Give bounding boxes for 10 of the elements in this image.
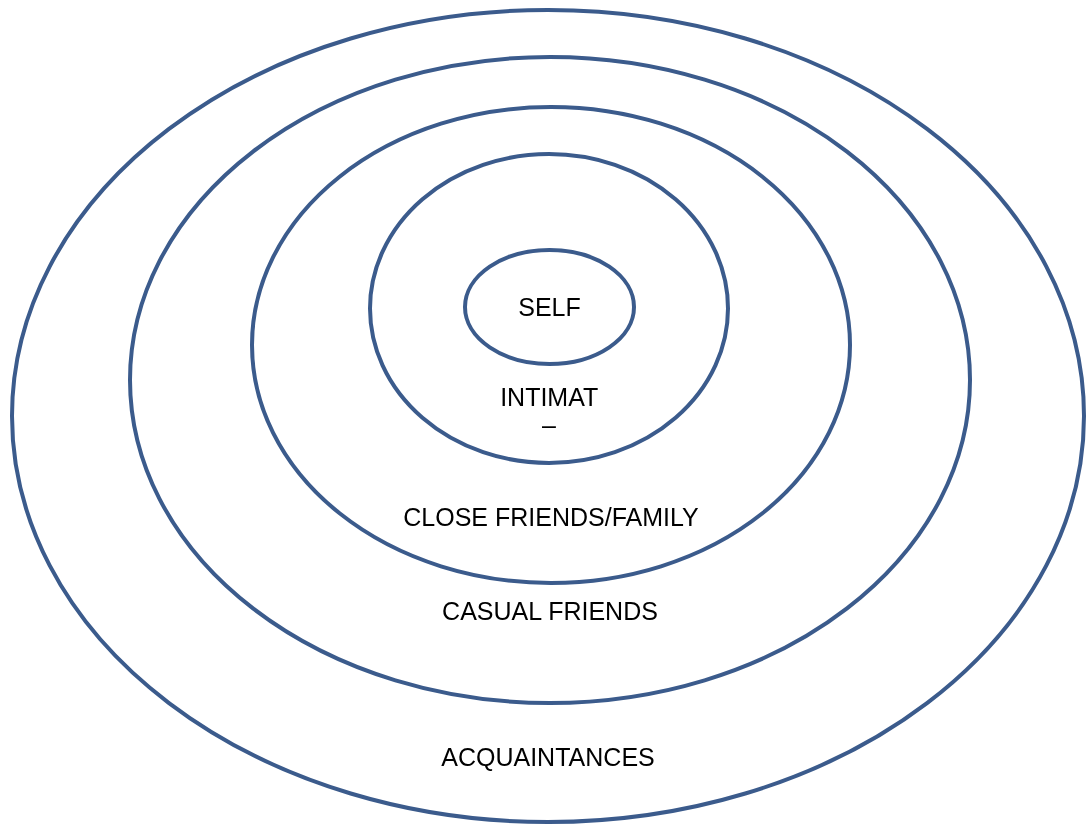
ring-ellipse bbox=[250, 105, 852, 585]
ring-label: INTIMAT – bbox=[500, 383, 598, 439]
ring-ellipse bbox=[368, 152, 730, 465]
ring-label: ACQUAINTANCES bbox=[441, 743, 655, 771]
ring-label: SELF bbox=[518, 293, 581, 321]
ring-ellipse bbox=[128, 55, 972, 705]
ring-ellipse bbox=[10, 8, 1086, 824]
ring-ellipse bbox=[463, 248, 636, 366]
ring-label: CASUAL FRIENDS bbox=[442, 597, 658, 625]
ring-label: CLOSE FRIENDS/FAMILY bbox=[403, 503, 699, 531]
